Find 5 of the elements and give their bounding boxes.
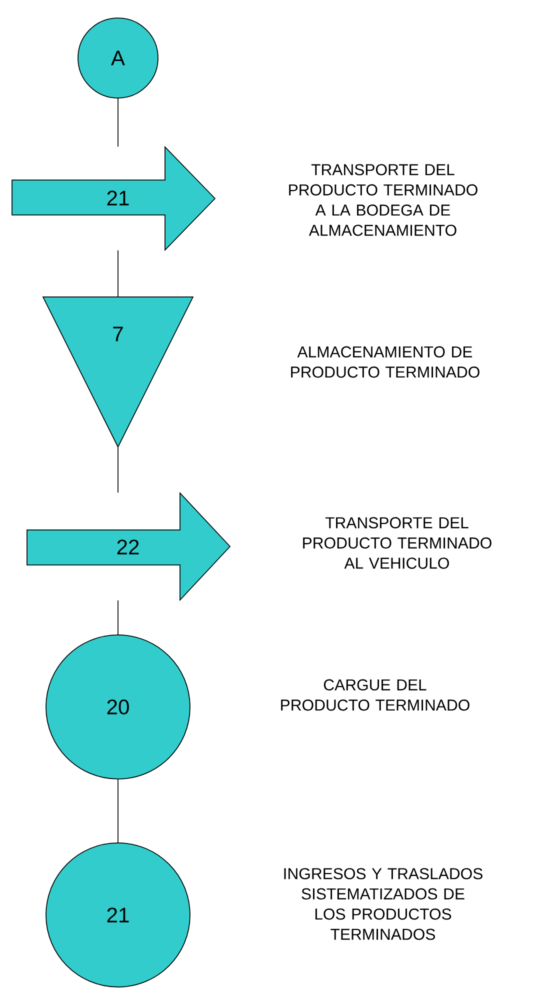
step-description: CARGUE DEL PRODUCTO TERMINADO [281, 679, 470, 711]
step-description: INGRESOS Y TRASLADOS SISTEMATIZADOS DE LOS PRODUCTOS TERMINADOS [284, 868, 482, 940]
step-description: TRANSPORTE DEL PRODUCTO TERMINADO AL VEHICULO [303, 517, 492, 569]
step-description: ALMACENAMIENTO DE PRODUCTO TERMINADO [291, 346, 480, 378]
step-description: TRANSPORTE DEL PRODUCTO TERMINADO A LA BODEGA DE ALMACENAMIENTO [289, 164, 478, 236]
